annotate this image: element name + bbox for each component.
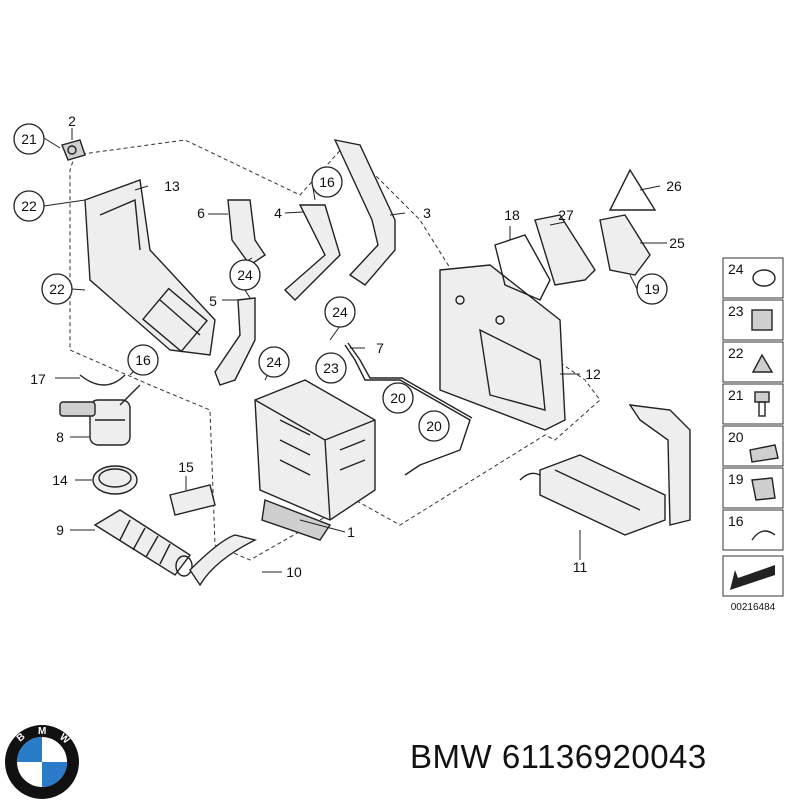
fuel-line-20: [344, 344, 471, 476]
bellows-hose-9: [93, 509, 193, 577]
pump-8: [59, 384, 141, 446]
clip-2: [61, 139, 86, 161]
parts-legend: 24 23 22 21 20 19: [722, 257, 784, 613]
legend-item: 20: [722, 425, 784, 467]
assembly-outline: [69, 139, 601, 561]
svg-text:21: 21: [728, 387, 744, 403]
legend-item: 22: [722, 341, 784, 383]
svg-text:20: 20: [728, 429, 744, 445]
svg-text:16: 16: [319, 174, 335, 190]
bracket-15: [169, 484, 216, 516]
hose-5: [214, 297, 256, 386]
svg-text:24: 24: [728, 261, 744, 277]
label-11: 11: [573, 559, 588, 575]
label-14: 14: [52, 472, 68, 488]
arrow-icon: [730, 565, 775, 590]
legend-item: 19: [722, 467, 784, 509]
cover-27: [534, 214, 596, 286]
gasket-18: [494, 234, 551, 301]
label-8: 8: [56, 429, 64, 445]
hose-4: [283, 204, 341, 301]
callout-circle: 24: [258, 346, 290, 378]
legend-arrow-box: [722, 555, 784, 597]
svg-text:20: 20: [390, 390, 406, 406]
label-7: 7: [376, 340, 384, 356]
svg-text:24: 24: [237, 267, 253, 283]
hose-10: [189, 534, 258, 587]
label-5: 5: [209, 293, 217, 309]
svg-text:M: M: [38, 726, 46, 737]
label-26: 26: [666, 178, 682, 194]
svg-text:24: 24: [332, 304, 348, 320]
bracket-panel-12: [439, 264, 566, 431]
callout-circle: 22: [13, 190, 45, 222]
label-6: 6: [197, 205, 205, 221]
label-15: 15: [178, 459, 194, 475]
svg-text:22: 22: [21, 198, 37, 214]
svg-text:19: 19: [728, 471, 744, 487]
muffler-11: [519, 404, 691, 536]
label-3: 3: [423, 205, 431, 221]
heater-unit-1: [254, 379, 376, 541]
warning-label-26: [608, 168, 657, 211]
callout-circle: 16: [127, 344, 159, 376]
svg-text:20: 20: [426, 418, 442, 434]
callout-circle: 21: [13, 123, 45, 155]
ring-14: [92, 465, 138, 495]
hose-6: [227, 199, 266, 266]
bmw-logo: B M W: [5, 725, 79, 799]
legend-item: 21: [722, 383, 784, 425]
callout-circle: 24: [324, 296, 356, 328]
svg-text:22: 22: [49, 281, 65, 297]
svg-text:19: 19: [644, 281, 660, 297]
legend-item: 23: [722, 299, 784, 341]
callout-circle: 19: [636, 273, 668, 305]
bracket-panel-13: [84, 179, 216, 356]
label-13: 13: [164, 178, 180, 194]
callout-circles: 21 22 22 16 24 24 24 16 23 20 20 19: [13, 123, 668, 442]
svg-text:23: 23: [728, 303, 744, 319]
callout-circle: 23: [315, 352, 347, 384]
leader-lines: [43, 128, 667, 573]
label-1: 1: [347, 524, 355, 540]
callout-circle: 22: [41, 273, 73, 305]
svg-text:16: 16: [728, 513, 744, 529]
callout-circle: 20: [418, 410, 450, 442]
diagram-code: 00216484: [731, 602, 776, 613]
plain-labels: 2 13 6 4 3 5 17 8 14 15 9 10 1 7 18 27 2…: [30, 113, 685, 580]
svg-text:21: 21: [21, 131, 37, 147]
callout-circle: 16: [311, 166, 343, 198]
label-18: 18: [504, 207, 520, 223]
part-number-title: BMW 61136920043: [410, 738, 707, 775]
clamp-17: [79, 374, 126, 386]
legend-item: 24: [722, 257, 784, 299]
label-2: 2: [68, 113, 76, 129]
control-unit-25: [599, 214, 651, 276]
label-10: 10: [286, 564, 302, 580]
callout-circle: 24: [229, 259, 261, 291]
legend-item: 16: [722, 509, 784, 551]
label-4: 4: [274, 205, 282, 221]
label-25: 25: [669, 235, 685, 251]
label-27: 27: [558, 207, 574, 223]
svg-text:23: 23: [323, 360, 339, 376]
label-9: 9: [56, 522, 64, 538]
callout-circle: 20: [382, 382, 414, 414]
svg-text:16: 16: [135, 352, 151, 368]
svg-text:24: 24: [266, 354, 282, 370]
svg-text:22: 22: [728, 345, 744, 361]
label-12: 12: [585, 366, 601, 382]
label-17: 17: [30, 371, 46, 387]
hose-3: [333, 139, 396, 286]
